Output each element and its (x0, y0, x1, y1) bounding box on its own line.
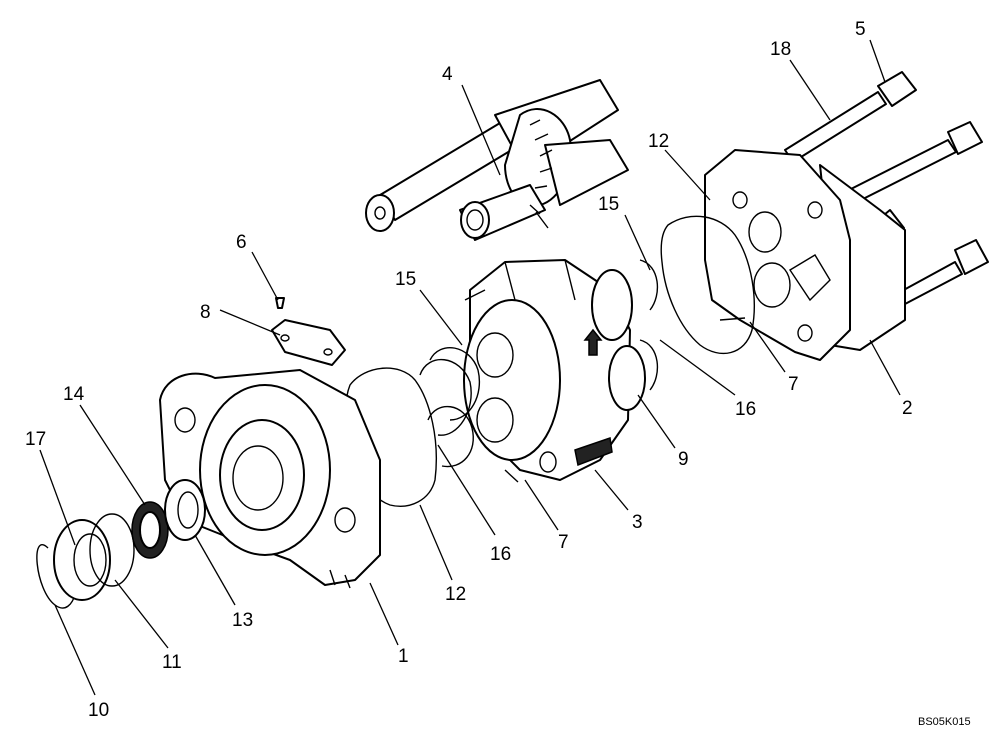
rear-cover-part (704, 71, 989, 361)
callout-16-lower: 16 (490, 544, 511, 565)
callout-7-lower: 7 (558, 532, 569, 553)
callout-14: 14 (63, 384, 85, 405)
callout-9: 9 (678, 449, 689, 470)
callout-4: 4 (442, 64, 453, 85)
callout-7-upper: 7 (788, 374, 799, 395)
cover-plate-part (271, 297, 346, 366)
callout-17: 17 (25, 429, 46, 450)
callout-8: 8 (200, 302, 211, 323)
callout-15-left: 15 (395, 269, 416, 290)
callout-12-upper: 12 (648, 131, 669, 152)
pump-body-part (463, 259, 631, 483)
callout-15-right: 15 (598, 194, 619, 215)
callout-12-lower: 12 (445, 584, 466, 605)
callout-2: 2 (902, 398, 913, 419)
seal-set-left (419, 347, 480, 468)
callout-3: 3 (632, 512, 643, 533)
callout-11: 11 (162, 652, 182, 673)
callout-labels: 1 2 3 4 5 6 7 7 8 9 10 11 12 12 13 14 17… (25, 19, 913, 721)
front-flange-part (159, 369, 381, 589)
figure-code: BS05K015 (918, 716, 971, 728)
leader-lines (39, 39, 901, 696)
gear-shafts-part (365, 79, 629, 241)
callout-10: 10 (88, 700, 109, 721)
shaft-seal-stack (36, 479, 206, 609)
callout-6: 6 (236, 232, 247, 253)
callout-5: 5 (855, 19, 866, 40)
callout-16-right: 16 (735, 399, 756, 420)
callout-1: 1 (398, 646, 409, 667)
callout-13: 13 (232, 610, 253, 631)
callout-18: 18 (770, 39, 791, 60)
seal-ring-right (660, 215, 755, 355)
bushing-set-part (591, 259, 659, 411)
